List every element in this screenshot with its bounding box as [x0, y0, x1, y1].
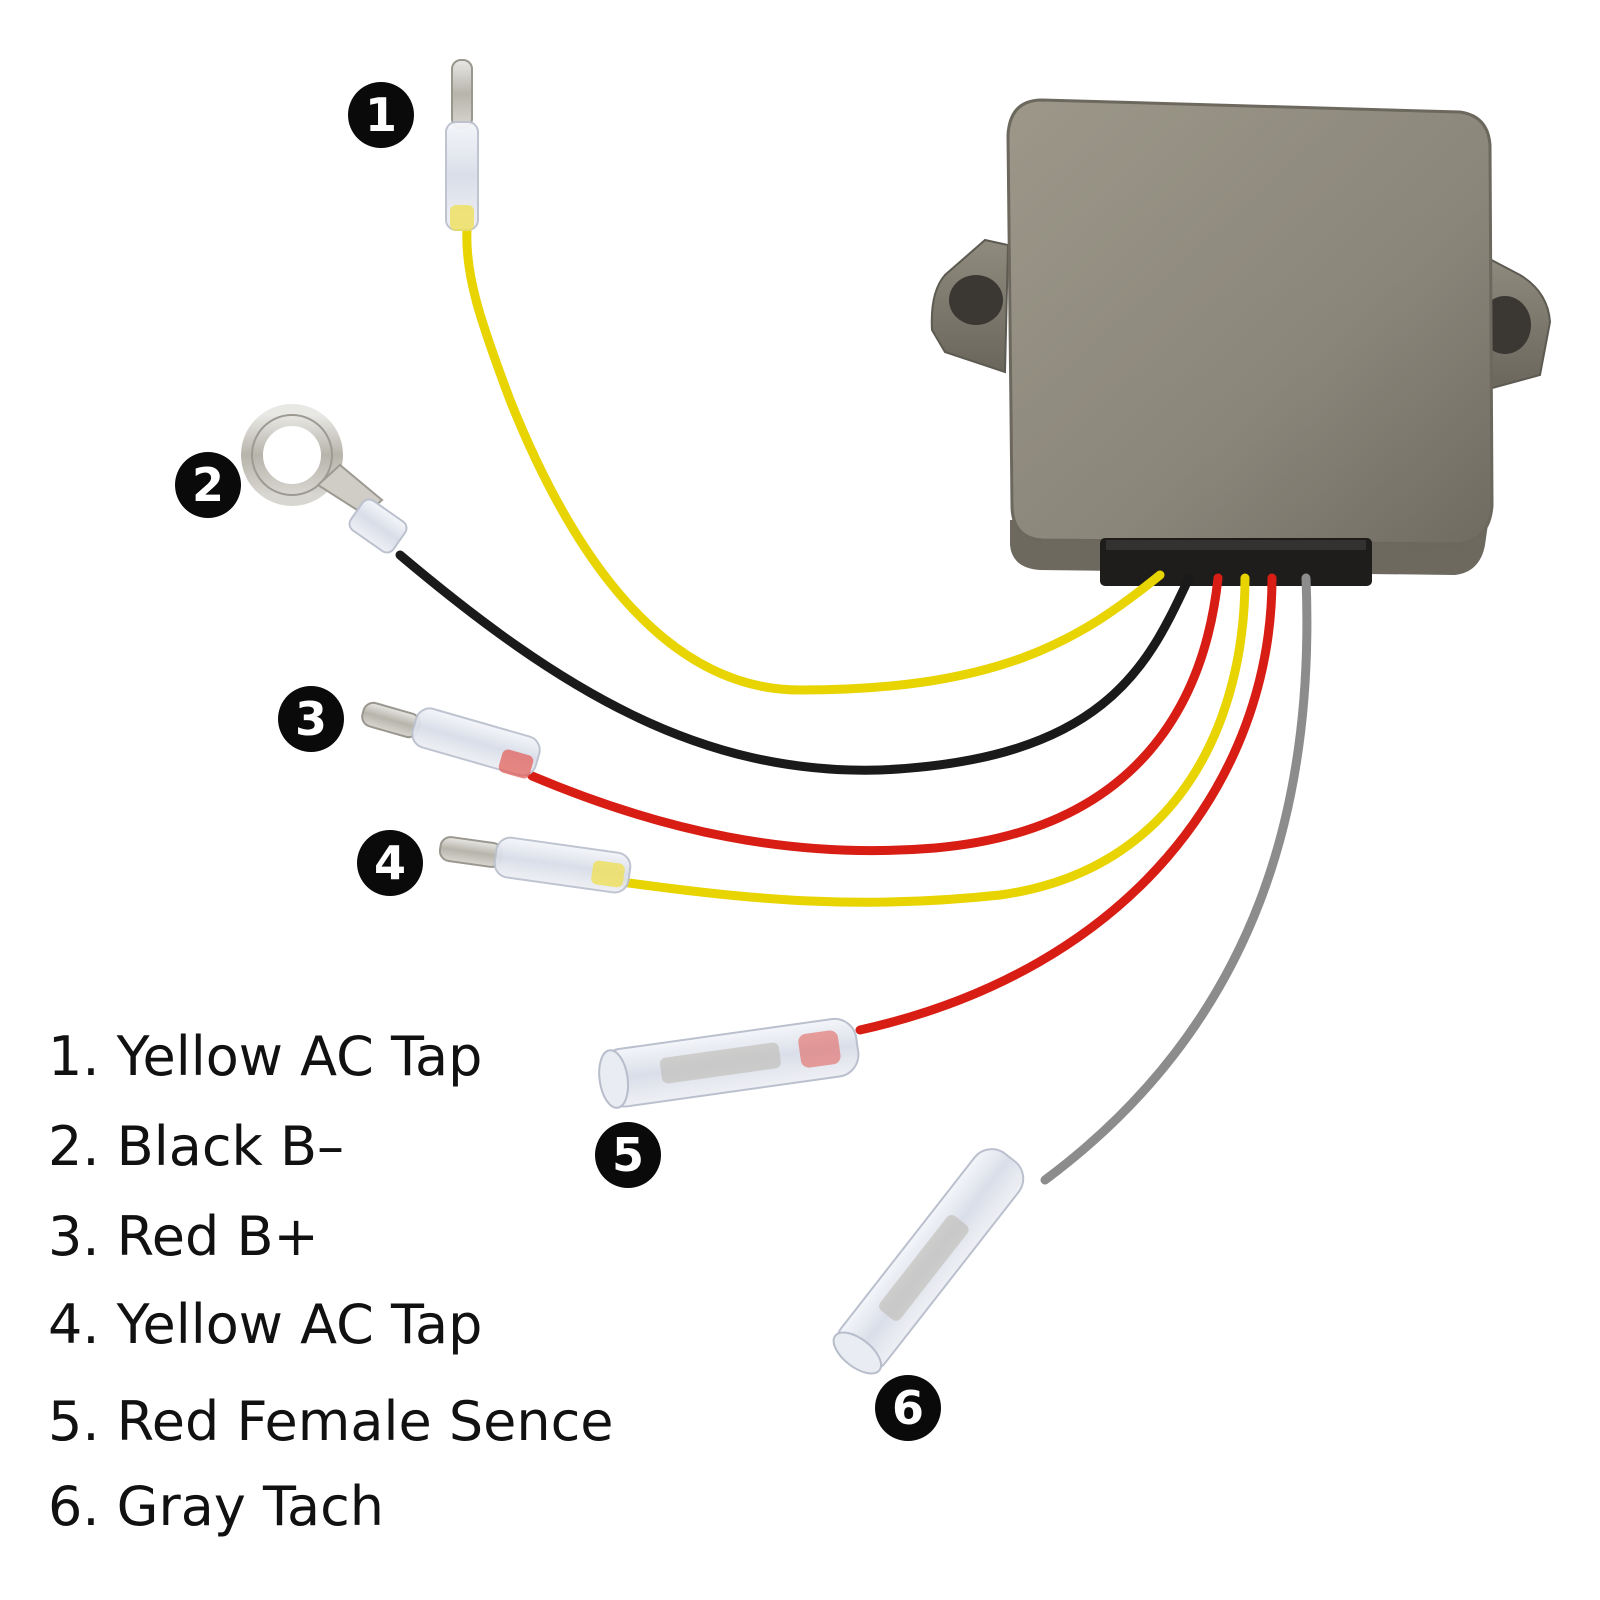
housing-face [1006, 98, 1494, 546]
terminal-6 [832, 1148, 1025, 1375]
terminal-1 [445, 59, 479, 231]
legend-item: 6. Gray Tach [48, 1475, 384, 1538]
callout-6: 6 [875, 1375, 941, 1441]
callout-5: 5 [595, 1122, 661, 1188]
legend-item: 3. Red B+ [48, 1205, 319, 1268]
wire-6-gray [1040, 573, 1312, 1185]
wire-1-yellow [462, 225, 1165, 695]
legend-item: 1. Yellow AC Tap [48, 1025, 483, 1088]
regulator-housing [930, 98, 1552, 586]
callout-1: 1 [348, 82, 414, 148]
callout-3: 3 [278, 686, 344, 752]
wires [395, 225, 1312, 1185]
mounting-hole-left [949, 275, 1003, 325]
wire-3-red [527, 573, 1223, 856]
callout-4: 4 [357, 830, 423, 896]
wire-connector-lip [1106, 540, 1366, 550]
terminal-3 [361, 701, 541, 779]
legend-item: 2. Black B– [48, 1115, 344, 1178]
terminal-2 [241, 404, 408, 554]
callout-2: 2 [175, 452, 241, 518]
legend-item: 4. Yellow AC Tap [48, 1293, 483, 1356]
wire-5-red [855, 573, 1277, 1035]
terminal-5 [598, 1017, 860, 1109]
wire-4-yellow [617, 573, 1250, 907]
terminal-4 [438, 836, 632, 894]
wire-2-black [395, 550, 1194, 775]
legend-item: 5. Red Female Sence [48, 1390, 614, 1453]
